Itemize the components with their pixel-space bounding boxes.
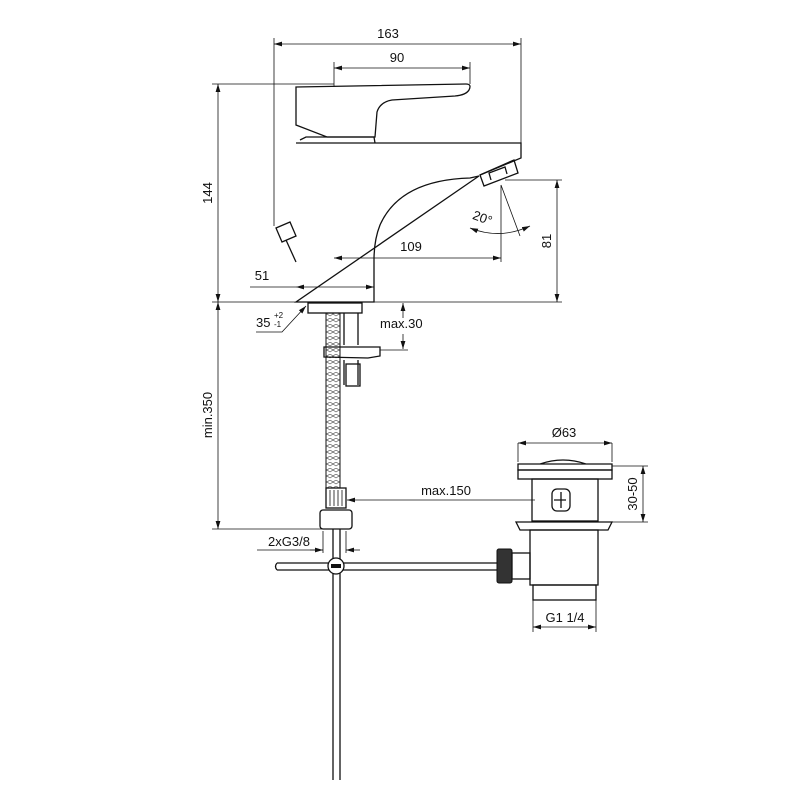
dim-hole-tol-minus: -1 <box>274 320 282 329</box>
dim-hole-diameter: 35 <box>256 315 270 330</box>
dim-base-diameter: 51 <box>255 268 269 283</box>
dim-max-thickness: max.30 <box>380 316 423 331</box>
aerator <box>479 159 519 187</box>
handle <box>295 83 471 138</box>
drain-valve <box>496 459 614 601</box>
dim-connection-thread: 2xG3/8 <box>268 534 310 549</box>
dim-drain-thread: G1 1/4 <box>545 610 584 625</box>
dim-spout-height: 81 <box>539 234 554 248</box>
dim-total-length: 163 <box>377 26 399 41</box>
dim-hole-tol-plus: +2 <box>274 311 284 320</box>
dim-spout-angle: 20° <box>471 207 495 228</box>
dim-drain-distance: max.150 <box>421 483 471 498</box>
dim-drain-diameter: Ø63 <box>552 425 577 440</box>
dim-drain-height: 30-50 <box>625 477 640 510</box>
dim-hose-length: min.350 <box>200 392 215 438</box>
dim-handle-length: 90 <box>390 50 404 65</box>
dim-total-height: 144 <box>200 182 215 204</box>
dim-spout-reach: 109 <box>400 239 422 254</box>
lift-rod-knob <box>275 221 297 263</box>
